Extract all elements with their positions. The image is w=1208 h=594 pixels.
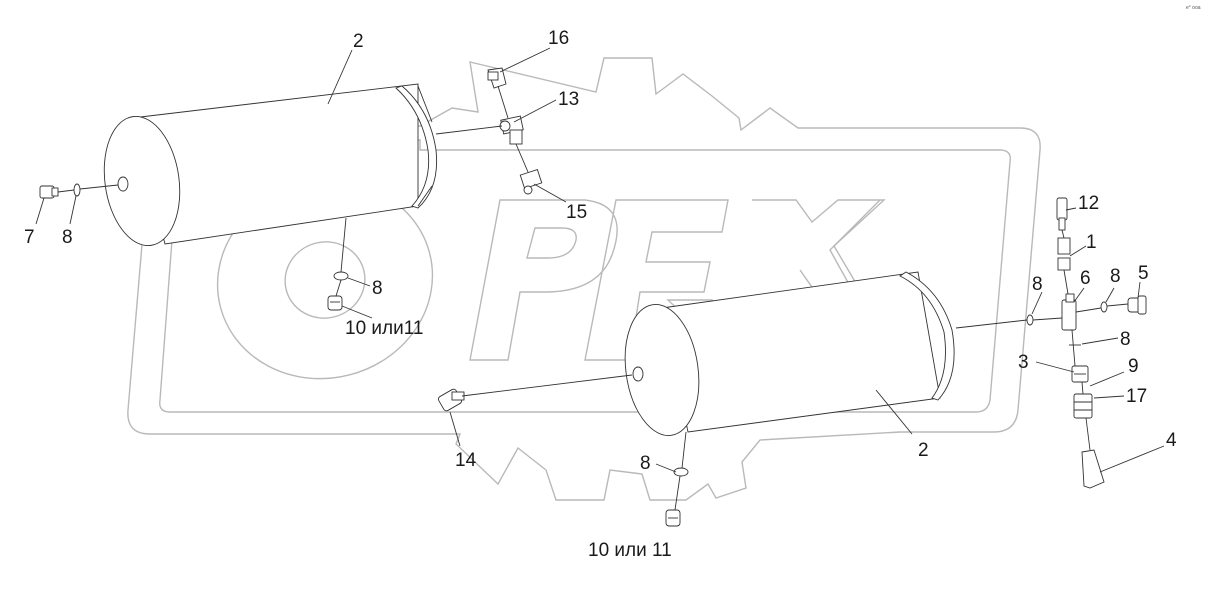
- air-receiver-lower: [624, 271, 955, 436]
- receiver-upper-front-port: [117, 176, 129, 192]
- receiver-upper-rear-cap: [395, 85, 438, 209]
- receiver-lower-front-port: [632, 366, 644, 382]
- part-labels: 2 16 13 15 7 8 8 10 или11 12 1 8 6 8 5 8…: [24, 28, 1177, 561]
- label-part-13: 13: [558, 89, 579, 110]
- label-part-9: 9: [1128, 356, 1139, 377]
- label-part-7: 7: [24, 227, 35, 248]
- label-part-5: 5: [1138, 263, 1149, 284]
- receiver-lower-body: [661, 271, 941, 433]
- fitting-13-tee: [499, 115, 524, 145]
- adapter-3: [1071, 365, 1089, 383]
- assembly-lines: [57, 85, 1129, 511]
- label-part-2-upper: 2: [353, 31, 364, 52]
- receiver-lower-front-dome: [624, 304, 700, 436]
- label-part-8-r3: 8: [1120, 329, 1131, 350]
- label-part-14: 14: [455, 450, 477, 471]
- seal-ring-8-center: [333, 271, 349, 281]
- label-part-4: 4: [1166, 430, 1177, 451]
- label-part-2-lower: 2: [918, 440, 929, 461]
- cap-4: [1081, 449, 1105, 489]
- label-part-17: 17: [1126, 386, 1147, 407]
- tee-6: [1061, 293, 1077, 331]
- label-part-10-lower: 10 или 11: [588, 540, 672, 561]
- label-part-8-center: 8: [372, 278, 383, 299]
- seal-ring-8-r2: [1100, 301, 1108, 313]
- label-part-3: 3: [1018, 352, 1029, 373]
- corner-text: e° ooa: [1186, 5, 1201, 11]
- label-part-8-lower: 8: [640, 453, 651, 474]
- label-part-6: 6: [1080, 268, 1091, 289]
- air-receiver-upper: [103, 83, 438, 247]
- label-part-1: 1: [1086, 232, 1097, 253]
- label-part-8-left: 8: [62, 227, 73, 248]
- receiver-lower-rear-cap: [899, 271, 955, 401]
- seal-ring-8-r1: [1026, 314, 1034, 326]
- watermark-letter-p: [469, 199, 618, 361]
- drain-valve-10-lower: [665, 509, 681, 527]
- label-part-16: 16: [548, 28, 569, 49]
- label-part-8-r2: 8: [1110, 266, 1121, 287]
- coupling-17: [1073, 393, 1093, 419]
- fitting-15-elbow: [519, 168, 543, 195]
- elbow-14: [437, 388, 465, 412]
- label-part-15: 15: [566, 202, 587, 223]
- drain-valve-10-upper: [327, 295, 343, 311]
- seal-ring-8-lower: [673, 467, 689, 477]
- leader-lines: [35, 47, 1165, 473]
- plug-5: [1127, 295, 1147, 315]
- seal-ring-8-left: [73, 183, 81, 197]
- nut-1: [1057, 237, 1071, 271]
- plug-7: [39, 185, 59, 199]
- label-part-12: 12: [1078, 193, 1099, 214]
- sensor-12: [1056, 197, 1068, 231]
- label-part-10-upper: 10 или11: [345, 318, 423, 339]
- fitting-16-elbow: [487, 67, 507, 89]
- watermark-letter-o-inner: [284, 241, 366, 319]
- label-part-8-r1: 8: [1032, 274, 1043, 295]
